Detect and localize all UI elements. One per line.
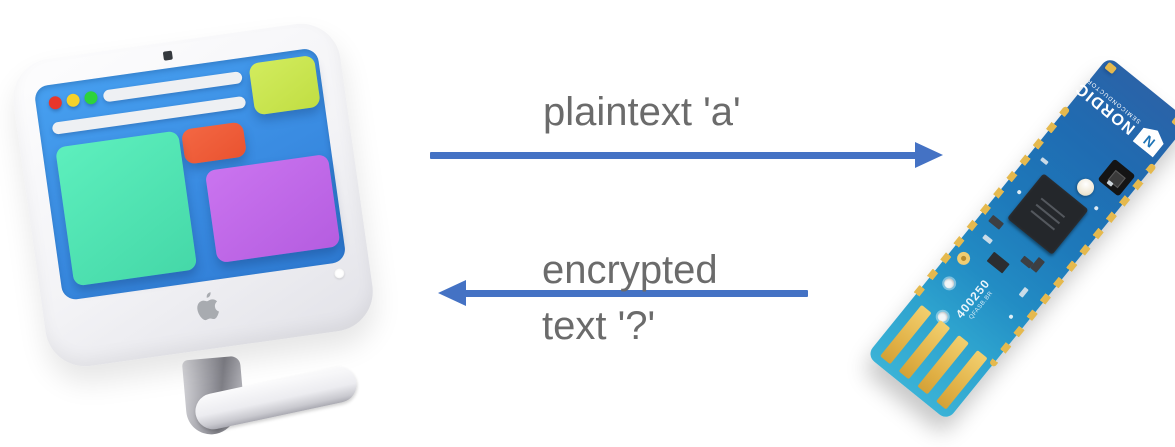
- arrow-line-to-dongle: [430, 152, 916, 159]
- traffic-light-green-icon: [83, 90, 99, 106]
- computer-screen: [33, 47, 347, 302]
- encrypted-label-line1: encrypted: [542, 248, 718, 292]
- address-bar: [102, 71, 243, 103]
- brand-text: NORDIC SEMICONDUCTOR: [1072, 74, 1143, 137]
- monitor-body: [8, 18, 378, 372]
- chip-marking: [1035, 203, 1061, 225]
- chip-marking: [1030, 210, 1056, 231]
- webcam-icon: [162, 50, 173, 61]
- silkscreen-mark: [1018, 286, 1029, 298]
- nordic-logo-icon: N: [1133, 122, 1168, 157]
- chip-marking: [1040, 197, 1066, 219]
- window-panel-purple: [204, 153, 341, 264]
- smd-component: [988, 214, 1005, 230]
- dongle-led-icon: [1073, 175, 1098, 200]
- encrypted-label: encrypted text '?': [542, 242, 718, 354]
- traffic-light-yellow-icon: [65, 92, 81, 108]
- computer-illustration: [8, 18, 398, 447]
- nordic-brand-block: N NORDIC SEMICONDUCTOR: [1071, 67, 1175, 172]
- pcb-via: [1008, 313, 1014, 320]
- traffic-light-red-icon: [47, 95, 63, 111]
- castellated-edge-right: [988, 162, 1157, 368]
- pcb-via: [1016, 189, 1023, 195]
- mounting-hole: [942, 276, 957, 291]
- gold-testpoint-icon: [954, 249, 973, 268]
- arrow-head-left-icon: [438, 280, 466, 306]
- nordic-logo-letter: N: [1140, 132, 1158, 151]
- silkscreen-mark: [982, 234, 994, 245]
- apple-logo-icon: [192, 289, 224, 325]
- nordic-usb-dongle: N NORDIC SEMICONDUCTOR 400250: [866, 56, 1175, 421]
- arrow-line-to-computer: [464, 290, 808, 297]
- encrypted-label-line2: text '?': [542, 304, 656, 348]
- arrow-head-right-icon: [915, 142, 943, 168]
- power-led-icon: [333, 267, 345, 280]
- window-panel-lime: [248, 54, 321, 116]
- plaintext-label: plaintext 'a': [543, 90, 741, 134]
- silkscreen-mark: [1040, 156, 1049, 166]
- pcb-via: [1093, 205, 1100, 212]
- window-panel-orange: [180, 121, 248, 165]
- window-panel-teal: [55, 130, 198, 287]
